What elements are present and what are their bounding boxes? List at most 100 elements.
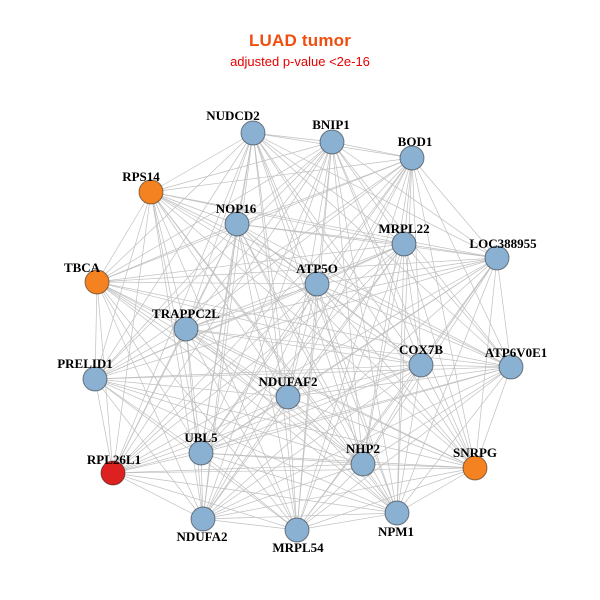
edge xyxy=(112,472,298,531)
edge xyxy=(150,191,289,398)
edge xyxy=(236,223,289,398)
node-layer xyxy=(82,120,524,543)
edge xyxy=(96,157,413,283)
edge xyxy=(474,366,512,469)
edge xyxy=(296,283,318,531)
edge xyxy=(411,157,512,368)
edge xyxy=(112,283,318,474)
edge xyxy=(112,396,289,474)
node-cox7b xyxy=(408,352,434,378)
edge xyxy=(150,191,318,285)
label-layer: NUDCD2BNIP1BOD1RPS14NOP16MRPL22LOC388955… xyxy=(57,108,547,555)
edge xyxy=(185,328,202,454)
node-mrpl22 xyxy=(391,231,417,257)
edge xyxy=(287,366,512,398)
node-label-tbca: TBCA xyxy=(64,260,101,275)
node-bod1 xyxy=(399,145,425,171)
edge xyxy=(202,463,364,520)
edge xyxy=(94,257,498,380)
edge xyxy=(96,191,152,283)
edge xyxy=(185,328,364,465)
node-label-snrpg: SNRPG xyxy=(453,445,497,460)
edge xyxy=(150,191,364,465)
edge xyxy=(316,157,413,285)
edge xyxy=(296,366,512,531)
node-label-rpl26l1: RPL26L1 xyxy=(87,452,141,467)
edge xyxy=(200,283,318,454)
edge xyxy=(202,467,476,520)
node-ndufa2 xyxy=(190,506,216,532)
plot-title: LUAD tumor xyxy=(248,31,352,50)
edge xyxy=(96,281,298,531)
node-prelid1 xyxy=(82,366,108,392)
edge xyxy=(252,132,318,285)
edge xyxy=(252,132,398,514)
edge xyxy=(403,243,498,259)
node-label-atp6v0e1: ATP6V0E1 xyxy=(485,345,548,360)
edge xyxy=(316,141,333,285)
edge xyxy=(112,467,476,474)
edge xyxy=(94,132,254,380)
node-bnip1 xyxy=(319,129,345,155)
edge xyxy=(420,364,512,368)
node-label-atp5o: ATP5O xyxy=(296,261,338,276)
node-label-ubl5: UBL5 xyxy=(184,430,218,445)
edge xyxy=(396,157,413,514)
edge xyxy=(202,141,333,520)
edge xyxy=(112,472,398,514)
edge xyxy=(96,281,398,514)
edge xyxy=(150,157,413,193)
edge xyxy=(396,364,422,514)
node-snrpg xyxy=(462,455,488,481)
edge xyxy=(331,141,498,259)
node-mrpl54 xyxy=(284,517,310,543)
edge xyxy=(112,132,254,474)
edge xyxy=(96,281,422,366)
edge xyxy=(202,512,398,520)
edge xyxy=(331,141,398,514)
edge xyxy=(396,366,512,514)
edge xyxy=(200,364,422,454)
edge xyxy=(287,396,364,465)
edge xyxy=(287,157,413,398)
edge xyxy=(94,281,98,380)
edge xyxy=(202,518,298,531)
edge xyxy=(112,157,413,474)
edge xyxy=(94,366,512,380)
edge xyxy=(200,243,405,454)
edge xyxy=(236,223,364,465)
node-atp6v0e1 xyxy=(498,354,524,380)
node-ndufaf2 xyxy=(275,384,301,410)
edge xyxy=(236,157,413,225)
edge xyxy=(331,141,413,159)
edge xyxy=(94,378,289,398)
edge xyxy=(185,328,422,366)
edge xyxy=(94,378,476,469)
node-label-mrpl54: MRPL54 xyxy=(272,540,324,555)
edge xyxy=(94,141,333,380)
edge xyxy=(94,223,238,380)
plot-subtitle: adjusted p-value <2e-16 xyxy=(230,54,370,69)
edge xyxy=(287,396,476,469)
edge xyxy=(150,132,254,193)
edge xyxy=(403,243,422,366)
node-label-mrpl22: MRPL22 xyxy=(378,221,429,236)
node-rps14 xyxy=(138,179,164,205)
node-label-loc388955: LOC388955 xyxy=(469,236,537,251)
edge xyxy=(316,283,398,514)
edge xyxy=(185,328,204,520)
node-atp5o xyxy=(304,271,330,297)
edge xyxy=(150,191,422,366)
edge xyxy=(96,243,405,283)
node-label-bod1: BOD1 xyxy=(398,134,433,149)
edge xyxy=(411,157,476,469)
node-nop16 xyxy=(224,211,250,237)
edge xyxy=(316,283,364,465)
edge xyxy=(150,191,498,259)
node-label-nhp2: NHP2 xyxy=(346,441,380,456)
edge xyxy=(396,243,405,514)
edge xyxy=(496,257,512,368)
edge xyxy=(150,191,405,245)
edge xyxy=(96,281,476,469)
